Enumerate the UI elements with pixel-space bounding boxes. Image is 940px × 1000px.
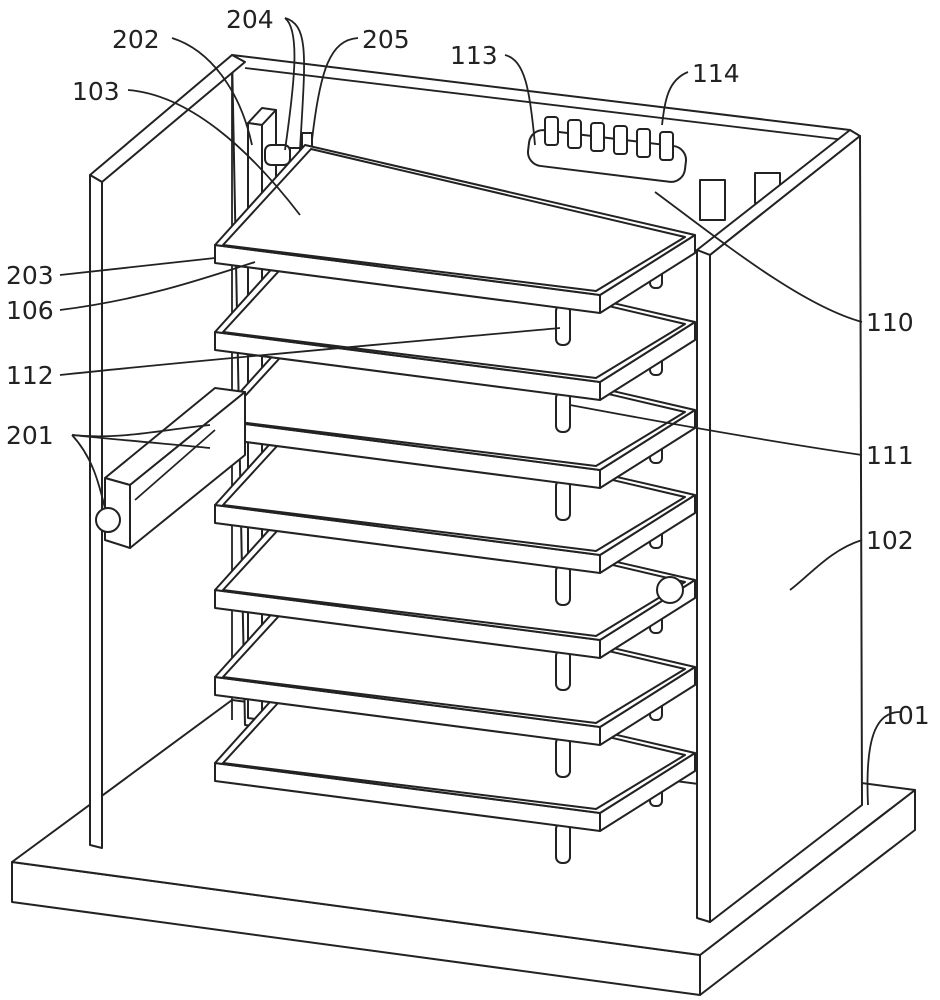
label-204: 204 [226, 5, 274, 34]
leader-lines [59, 17, 901, 806]
spray-pipe [526, 116, 688, 183]
spray-nozzle [659, 131, 674, 161]
label-102: 102 [866, 526, 914, 555]
right-side-panel [656, 129, 863, 923]
tray-support-pin [555, 649, 571, 691]
label-106: 106 [6, 296, 54, 325]
spray-nozzle [590, 122, 605, 152]
label-203: 203 [6, 261, 54, 290]
label-113: 113 [450, 41, 498, 70]
spray-nozzle [567, 119, 582, 149]
label-110: 110 [866, 308, 914, 337]
label-114: 114 [692, 59, 740, 88]
spray-nozzle [613, 125, 628, 155]
side-knob [656, 576, 684, 604]
label-111: 111 [866, 441, 914, 470]
spray-nozzle [636, 128, 651, 158]
tray-support-pin [555, 564, 571, 606]
lead-screw-assembly [95, 387, 246, 549]
label-103: 103 [72, 77, 120, 106]
tray-support-pin [555, 304, 571, 346]
spray-nozzle [544, 116, 559, 146]
label-205: 205 [362, 25, 410, 54]
tray-1 [214, 144, 696, 346]
screw-motor-knob [95, 507, 121, 533]
label-202: 202 [112, 25, 160, 54]
tray-support-pin [555, 479, 571, 521]
tray-support-pin [555, 391, 571, 433]
left-side-panel [89, 54, 246, 849]
tray-support-pin [555, 822, 571, 864]
label-112: 112 [6, 361, 54, 390]
tray-support-pin [555, 736, 571, 778]
label-101: 101 [882, 701, 930, 730]
label-201: 201 [6, 421, 54, 450]
